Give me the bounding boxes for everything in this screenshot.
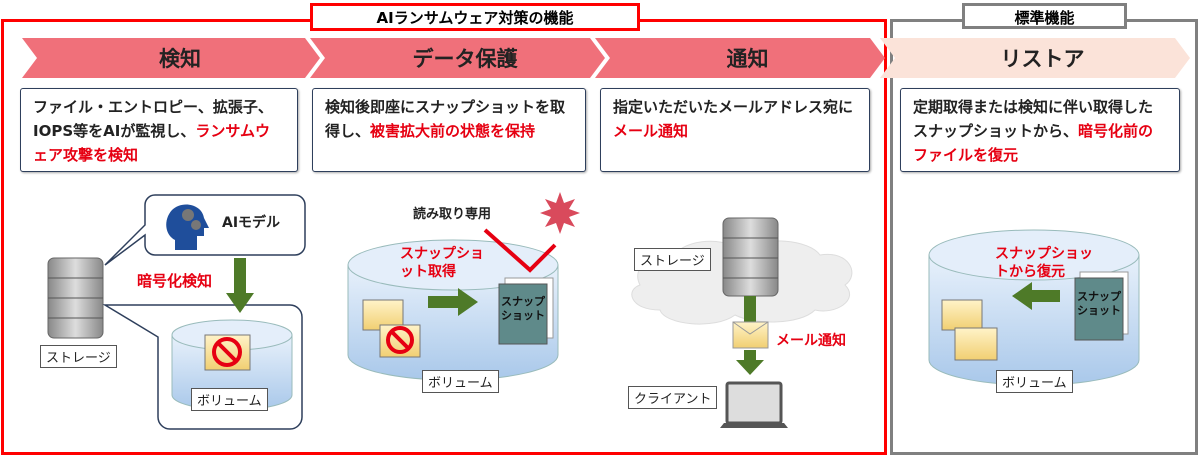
- client-label: クライアント: [628, 386, 718, 409]
- desc-protect: 検知後即座にスナップショットを取得し、被害拡大前の状態を保持: [312, 88, 586, 172]
- desc-notify: 指定いただいたメールアドレス宛にメール通知: [600, 88, 870, 172]
- storage-label-cloud: ストレージ: [634, 248, 711, 271]
- step-notify-label: 通知: [726, 47, 769, 71]
- volume-label-restore: ボリューム: [996, 370, 1073, 393]
- down-arrow-icon: [226, 258, 254, 313]
- chevron-notify: [595, 38, 885, 78]
- attack-burst-icon: [540, 192, 580, 234]
- snapshot-taken-label: スナップショット取得: [400, 246, 484, 280]
- ai-model-label: AIモデル: [222, 215, 281, 231]
- chevron-row: [22, 38, 1190, 78]
- step-detect-label: 検知: [159, 47, 201, 71]
- chevron-restore: [880, 38, 1190, 78]
- snapshot-icon-restore: [1074, 277, 1124, 341]
- right-arrow-icon: [428, 288, 478, 316]
- desc-restore: 定期取得または検知に伴い取得したスナップショットから、暗号化前のファイルを復元: [900, 88, 1180, 172]
- step-protect-label: データ保護: [412, 47, 518, 71]
- standard-features-title: 標準機能: [962, 3, 1127, 29]
- storage-icon-cloud: [722, 217, 779, 297]
- storage-icon: [47, 257, 104, 339]
- volume-label: ボリューム: [191, 388, 268, 411]
- snapshot-label-restore: スナップショット: [1077, 290, 1121, 317]
- chevron-protect: [310, 38, 605, 78]
- snapshot-icon: [498, 283, 548, 345]
- chevron-detect: [22, 38, 320, 78]
- head-gears-icon: [166, 204, 209, 250]
- desc-detect: ファイル・エントロピー、拡張子、IOPS等をAIが監視し、ランサムウェア攻撃を検…: [20, 88, 298, 172]
- step-restore-label: リストア: [1000, 47, 1085, 71]
- restore-from-snapshot-label: スナップショットから復元: [995, 246, 1093, 280]
- ai-model-callout: [104, 194, 306, 266]
- read-only-arrow: [483, 228, 557, 273]
- left-arrow-icon: [1012, 282, 1060, 310]
- read-only-label: 読み取り専用: [413, 207, 492, 222]
- volume-label-protect: ボリューム: [422, 370, 499, 393]
- encryption-detect-label: 暗号化検知: [137, 272, 213, 290]
- snapshot-label: スナップショット: [501, 295, 545, 322]
- client-monitor-icon: [720, 381, 788, 428]
- ai-features-title: AIランサムウェア対策の機能: [310, 3, 640, 31]
- mail-notify-label: メール通知: [776, 333, 846, 349]
- storage-label: ストレージ: [40, 345, 117, 368]
